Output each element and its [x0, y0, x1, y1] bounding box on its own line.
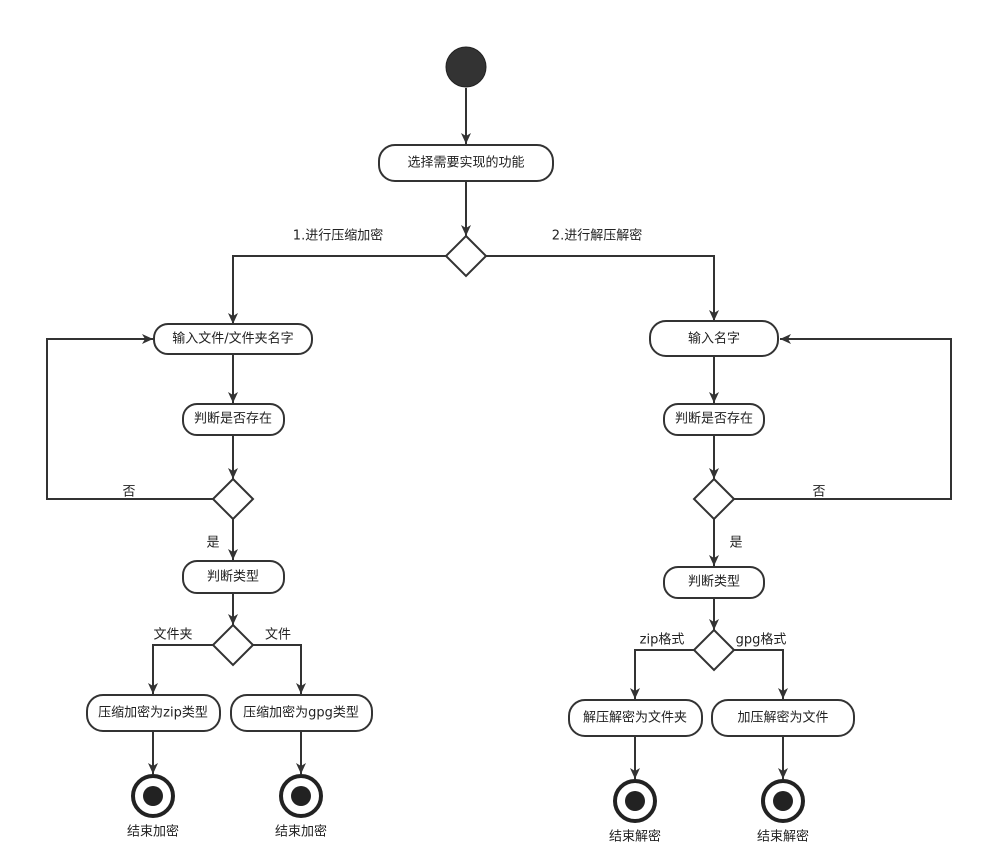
- enc-gpg-node: [230, 694, 373, 732]
- dec-file-end-label: 结束解密: [757, 829, 809, 845]
- enc-zip-label: 压缩加密为zip类型: [98, 705, 208, 721]
- enc-folder-label: 文件夹: [153, 628, 192, 643]
- enc-input-node: [153, 323, 313, 355]
- dec-input-node: [649, 320, 779, 357]
- dec-check-label: 判断是否存在: [675, 412, 753, 427]
- choose-label: 选择需要实现的功能: [407, 155, 524, 171]
- enc-no-label: 否: [122, 485, 135, 500]
- dec-file-node: [711, 699, 855, 737]
- enc-exist-decision-diamond: [211, 477, 255, 521]
- dec-type-label: 判断类型: [688, 575, 740, 590]
- dec-gpg-label: gpg格式: [736, 632, 787, 648]
- enc-check-node: [182, 403, 285, 436]
- edge-enc-file: [253, 644, 306, 694]
- edge-decision-to-dec-input: [486, 255, 719, 321]
- dec-input-label: 输入名字: [688, 331, 740, 347]
- enc-type-label: 判断类型: [207, 570, 259, 585]
- dec-file-end-node: [761, 779, 805, 823]
- dec-exist-decision-diamond: [692, 477, 736, 521]
- dec-file-label: 加压解密为文件: [737, 710, 828, 726]
- edge-dec-gpg: [734, 649, 788, 699]
- dec-folder-label: 解压解密为文件夹: [583, 710, 687, 726]
- branch-encrypt-label: 1.进行压缩加密: [293, 228, 383, 244]
- edge-enc-folder: [148, 644, 213, 694]
- main-decision-diamond: [444, 234, 488, 278]
- enc-input-label: 输入文件/文件夹名字: [172, 331, 293, 347]
- enc-gpg-label: 压缩加密为gpg类型: [243, 705, 359, 721]
- dec-folder-node: [568, 699, 703, 737]
- dec-type-decision-diamond: [692, 628, 736, 672]
- enc-type-decision-diamond: [211, 623, 255, 667]
- enc-type-node: [182, 560, 285, 594]
- enc-gpg-end-node: [279, 774, 323, 818]
- edge-dec-no-loop: [734, 334, 952, 500]
- enc-file-label: 文件: [265, 628, 291, 643]
- edge-dec-zip: [630, 649, 694, 699]
- edge-enc-no-loop: [46, 334, 213, 500]
- dec-folder-end-node: [613, 779, 657, 823]
- dec-zip-label: zip格式: [640, 632, 685, 648]
- choose-node: [378, 144, 554, 182]
- edge-decision-to-enc-input: [228, 255, 446, 324]
- enc-zip-end-label: 结束加密: [127, 824, 179, 840]
- dec-type-node: [663, 566, 765, 599]
- dec-no-label: 否: [812, 485, 825, 500]
- enc-yes-label: 是: [206, 536, 219, 551]
- dec-yes-label: 是: [729, 536, 742, 551]
- enc-check-label: 判断是否存在: [194, 412, 272, 427]
- branch-decrypt-label: 2.进行解压解密: [552, 228, 642, 244]
- enc-zip-end-node: [131, 774, 175, 818]
- dec-folder-end-label: 结束解密: [609, 829, 661, 845]
- dec-check-node: [663, 403, 765, 436]
- enc-gpg-end-label: 结束加密: [275, 824, 327, 840]
- start-node: [445, 46, 487, 88]
- enc-zip-node: [86, 694, 221, 732]
